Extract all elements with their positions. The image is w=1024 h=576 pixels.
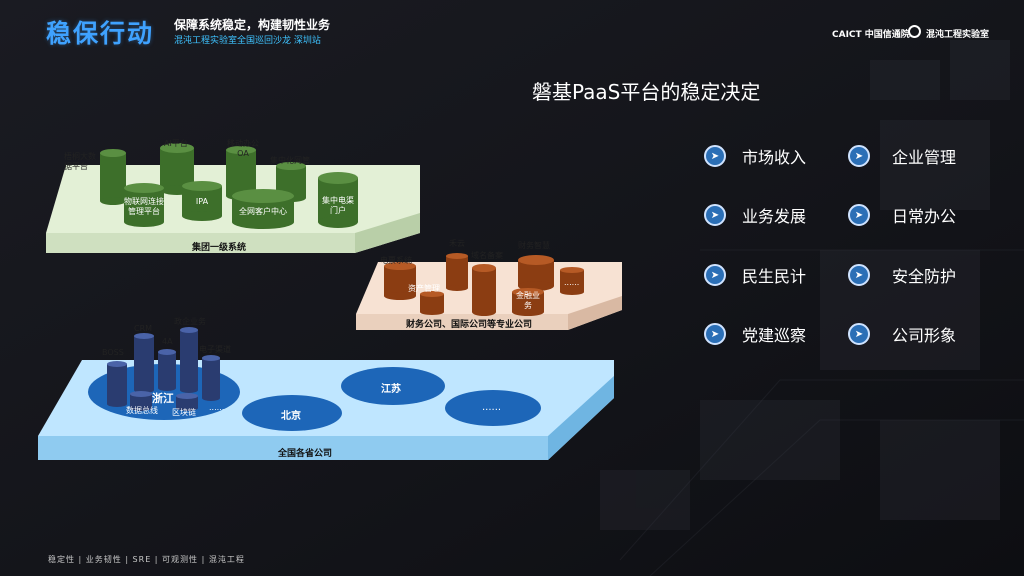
beijing-ellipse bbox=[242, 395, 342, 431]
province-label: 北京 bbox=[281, 411, 301, 422]
send-icon: ➤ bbox=[848, 264, 870, 286]
cylinder bbox=[518, 255, 554, 291]
benefit-item: ➤ 日常办公 bbox=[848, 203, 956, 227]
benefit-label: 党建巡察 bbox=[742, 326, 807, 345]
page-title: 磐基PaaS平台的稳定决定 bbox=[532, 80, 761, 104]
node-label: 区块链 bbox=[172, 408, 196, 417]
cylinder bbox=[318, 172, 358, 228]
lab-logo-icon bbox=[908, 25, 921, 38]
node-label: 财务智慧 bbox=[518, 241, 550, 250]
benefit-label: 市场收入 bbox=[742, 148, 807, 167]
caict-logo: CAICT 中国信通院 bbox=[832, 30, 910, 40]
node-label: 电子渠道 bbox=[199, 345, 231, 354]
node-label: IPA bbox=[195, 197, 209, 206]
benefit-item: ➤ 公司形象 bbox=[848, 322, 956, 346]
group-platform-front bbox=[46, 233, 355, 253]
cylinder bbox=[100, 149, 126, 205]
cylinder bbox=[176, 393, 198, 411]
send-icon: ➤ bbox=[704, 264, 726, 286]
node-label: ...... bbox=[209, 403, 225, 412]
group-cylinders bbox=[100, 143, 358, 229]
provincial-platform-side bbox=[548, 376, 614, 460]
node-label: ...... bbox=[564, 278, 580, 287]
node-label: 政企业务 bbox=[174, 317, 206, 326]
node-label: 集中电渠门户 bbox=[322, 196, 354, 215]
province-label: 江苏 bbox=[381, 384, 401, 395]
benefit-item: ➤ 企业管理 bbox=[848, 144, 956, 168]
provincial-platform-front bbox=[38, 436, 548, 460]
send-icon: ➤ bbox=[848, 323, 870, 345]
node-label: AI平台 bbox=[164, 139, 188, 148]
node-label: 电票系统 bbox=[380, 256, 412, 265]
send-icon: ➤ bbox=[704, 323, 726, 345]
node-label: 4A bbox=[162, 337, 173, 346]
professional-platform-front bbox=[356, 314, 568, 330]
cylinder bbox=[446, 253, 468, 291]
province-label: ...... bbox=[482, 402, 502, 413]
cylinder bbox=[226, 146, 256, 200]
benefit-item: ➤ 民生民计 bbox=[704, 263, 806, 287]
node-label: CRM bbox=[134, 324, 153, 333]
other-province-ellipse bbox=[445, 390, 541, 426]
benefit-label: 企业管理 bbox=[892, 148, 957, 167]
provincial-platform-label: 全国各省公司 bbox=[278, 449, 333, 459]
cylinder bbox=[560, 267, 584, 295]
group-platform-side bbox=[355, 213, 420, 253]
node-label: 禾云 bbox=[449, 239, 465, 248]
cylinder bbox=[158, 349, 176, 391]
cylinder bbox=[182, 181, 222, 221]
node-label: 梧桐大数据平台 bbox=[64, 152, 96, 171]
benefit-label: 日常办公 bbox=[892, 207, 957, 226]
benefit-item: ➤ 党建巡察 bbox=[704, 322, 806, 346]
send-icon: ➤ bbox=[704, 204, 726, 226]
node-label: 集中化网管 bbox=[270, 156, 310, 165]
cylinder bbox=[134, 333, 154, 393]
professional-platform-label: 财务公司、国际公司等专业公司 bbox=[406, 320, 533, 330]
professional-cylinders bbox=[384, 253, 584, 316]
header-subslogan: 混沌工程实验室全国巡回沙龙 深圳站 bbox=[174, 36, 321, 46]
header-slogan: 保障系统稳定，构建韧性业务 bbox=[174, 18, 331, 32]
cylinder bbox=[420, 291, 444, 315]
benefit-item: ➤ 安全防护 bbox=[848, 263, 956, 287]
cylinder bbox=[124, 183, 164, 227]
cylinder bbox=[202, 355, 220, 401]
benefit-label: 安全防护 bbox=[892, 267, 957, 286]
benefit-label: 公司形象 bbox=[892, 326, 957, 345]
benefit-item: ➤ 业务发展 bbox=[704, 203, 806, 227]
professional-platform-side bbox=[568, 296, 622, 330]
jiangsu-ellipse bbox=[341, 367, 445, 405]
node-label: BOSS bbox=[102, 348, 124, 357]
node-label: 金融业务 bbox=[516, 291, 540, 310]
benefit-label: 民生民计 bbox=[742, 267, 807, 286]
cylinder bbox=[130, 391, 152, 411]
footer-tags: 稳定性 | 业务韧性 | SRE | 可观测性 | 混沌工程 bbox=[48, 555, 245, 564]
send-icon: ➤ bbox=[848, 204, 870, 226]
province-label: 浙江 bbox=[152, 392, 174, 405]
node-label: 数据总线 bbox=[126, 406, 158, 415]
node-label: 全网客户中心 bbox=[239, 207, 287, 216]
cylinder bbox=[384, 262, 416, 300]
node-label: 资产管理 bbox=[408, 284, 440, 293]
benefit-label: 业务发展 bbox=[742, 207, 807, 226]
cylinder bbox=[232, 189, 294, 229]
node-label: 移动办公OA bbox=[227, 139, 259, 158]
cylinder bbox=[180, 327, 198, 393]
node-label: 物联网连接管理平台 bbox=[124, 197, 164, 216]
send-icon: ➤ bbox=[704, 145, 726, 167]
event-logo: 稳保行动 bbox=[46, 19, 155, 48]
cylinder bbox=[512, 288, 544, 316]
benefit-item: ➤ 市场收入 bbox=[704, 144, 806, 168]
group-platform-label: 集团一级系统 bbox=[192, 243, 247, 253]
send-icon: ➤ bbox=[848, 145, 870, 167]
cylinder bbox=[107, 361, 127, 407]
node-label: 域名备案 bbox=[471, 251, 503, 260]
lab-logo-text: 混沌工程实验室 bbox=[926, 30, 990, 40]
cylinder bbox=[472, 264, 496, 316]
provincial-cylinders bbox=[107, 327, 220, 411]
